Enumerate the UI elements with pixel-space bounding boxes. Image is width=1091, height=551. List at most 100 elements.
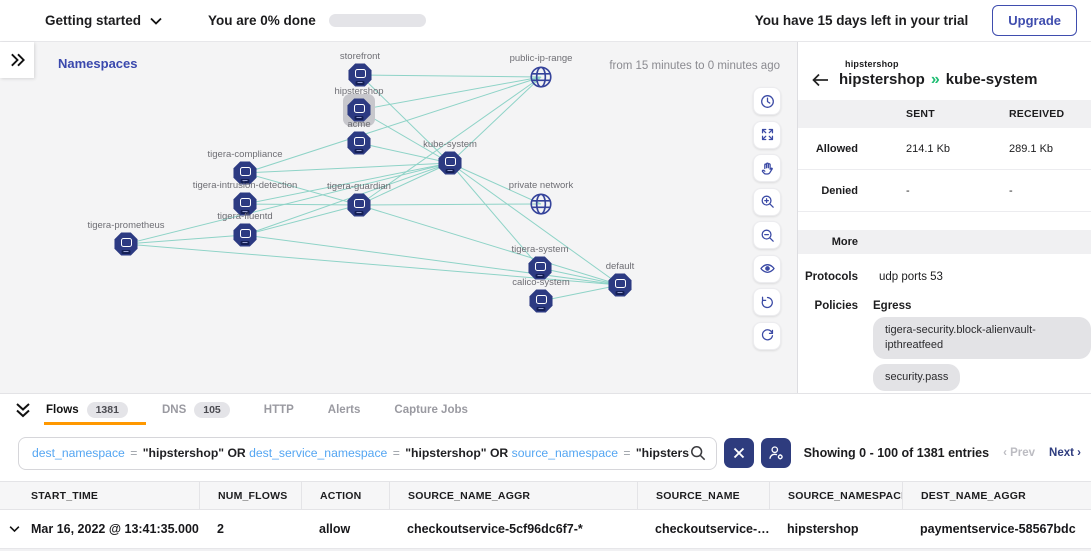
graph-toolbar bbox=[753, 87, 781, 350]
upgrade-button[interactable]: Upgrade bbox=[992, 5, 1077, 36]
graph-edges bbox=[125, 74, 621, 302]
refresh-button[interactable] bbox=[753, 321, 781, 350]
flow-filter-input[interactable]: dest_namespace = "hipstershop" OR dest_s… bbox=[18, 436, 717, 470]
graph-edge bbox=[540, 284, 621, 302]
column-header-source_name[interactable]: SOURCE_NAME bbox=[637, 482, 769, 509]
graph-edge bbox=[539, 267, 621, 286]
policy-pill[interactable]: tigera-security.block-alienvault-ipthrea… bbox=[873, 317, 1091, 359]
tab-capture-jobs[interactable]: Capture Jobs bbox=[394, 394, 468, 425]
graph-node-private-network[interactable] bbox=[528, 191, 554, 222]
policies-label: Policies bbox=[814, 300, 858, 312]
graph-edge bbox=[125, 162, 451, 245]
graph-node-tigera-guardian[interactable] bbox=[347, 193, 371, 217]
received-column-header: RECEIVED bbox=[1009, 108, 1065, 120]
workload-icon bbox=[614, 278, 626, 288]
tab-http[interactable]: HTTP bbox=[264, 394, 294, 425]
graph-edge bbox=[449, 76, 542, 164]
graph-node-calico-system[interactable] bbox=[529, 289, 553, 313]
column-header-action[interactable]: ACTION bbox=[301, 482, 389, 509]
trial-days-label: You have 15 days left in your trial bbox=[754, 13, 969, 28]
column-header-start_time[interactable]: START_TIME bbox=[31, 489, 99, 502]
node-badge bbox=[240, 240, 250, 245]
collapse-panel-button[interactable] bbox=[0, 394, 46, 425]
column-header-source_name_aggr[interactable]: SOURCE_NAME_AGGR bbox=[389, 482, 637, 509]
graph-node-default[interactable] bbox=[608, 273, 632, 297]
prev-page-button[interactable]: ‹ Prev bbox=[1003, 447, 1036, 459]
graph-edge bbox=[358, 203, 542, 206]
node-badge bbox=[355, 80, 365, 85]
pan-hand-button[interactable] bbox=[753, 154, 781, 182]
context-namespace-label: hipstershop bbox=[845, 59, 899, 69]
protocols-value: udp ports 53 bbox=[879, 271, 943, 283]
graph-node-public-ip-range[interactable] bbox=[528, 64, 554, 95]
graph-edge bbox=[449, 162, 621, 286]
query-field: dest_namespace bbox=[32, 446, 125, 460]
node-badge bbox=[445, 168, 455, 173]
stats-row-label: Denied bbox=[821, 184, 858, 197]
workload-icon bbox=[239, 166, 251, 176]
node-badge bbox=[121, 249, 131, 254]
column-header-source_namespace[interactable]: SOURCE_NAMESPACE bbox=[769, 482, 902, 509]
getting-started-menu[interactable]: Getting started bbox=[45, 13, 162, 28]
graph-node-storefront[interactable] bbox=[348, 63, 372, 87]
policy-pill[interactable]: security.pass bbox=[873, 363, 961, 391]
user-settings-button[interactable] bbox=[761, 438, 791, 468]
time-range-label[interactable]: from 15 minutes to 0 minutes ago bbox=[609, 60, 780, 72]
graph-node-acme[interactable] bbox=[347, 131, 371, 155]
graph-edge bbox=[449, 162, 541, 269]
zoom-out-icon bbox=[761, 229, 774, 242]
more-section-header[interactable]: More bbox=[798, 230, 1091, 254]
node-badge bbox=[354, 148, 364, 153]
zoom-in-button[interactable] bbox=[753, 187, 781, 216]
column-header-dest_name_aggr[interactable]: DEST_NAME_AGGR bbox=[902, 482, 1091, 509]
graph-node-tigera-intrusion-detection[interactable] bbox=[233, 192, 257, 216]
clock-icon bbox=[760, 94, 774, 108]
graph-node-tigera-prometheus[interactable] bbox=[114, 232, 138, 256]
zoom-in-icon bbox=[761, 195, 774, 208]
workload-icon bbox=[353, 198, 365, 208]
cell-source_name_aggr: checkoutservice-5cf96dc6f7-* bbox=[407, 522, 583, 536]
workload-icon bbox=[535, 294, 547, 304]
clock-button[interactable] bbox=[753, 87, 781, 115]
graph-node-tigera-system[interactable] bbox=[528, 256, 552, 280]
graph-node-tigera-compliance[interactable] bbox=[233, 161, 257, 185]
eye-button[interactable] bbox=[753, 254, 781, 283]
progress-label: You are 0% done bbox=[208, 13, 316, 28]
undo-button[interactable] bbox=[753, 288, 781, 316]
tab-label: Alerts bbox=[327, 403, 361, 416]
query-op: = bbox=[392, 446, 400, 460]
query-value: "hipstershop bbox=[635, 446, 690, 460]
workload-icon bbox=[534, 261, 546, 271]
back-button[interactable] bbox=[812, 73, 829, 87]
query-value: "hipstershop" bbox=[142, 446, 225, 460]
zoom-out-button[interactable] bbox=[753, 221, 781, 249]
query-op: = bbox=[623, 446, 631, 460]
graph-node-tigera-fluentd[interactable] bbox=[233, 223, 257, 247]
flow-filter-bar: dest_namespace = "hipstershop" OR dest_s… bbox=[0, 425, 1091, 481]
back-arrow-icon bbox=[812, 73, 828, 86]
graph-edge bbox=[358, 76, 542, 206]
graph-node-hipstershop[interactable] bbox=[347, 98, 371, 122]
node-badge bbox=[240, 209, 250, 214]
fit-screen-button[interactable] bbox=[753, 120, 781, 149]
column-header-num_flows[interactable]: NUM_FLOWS bbox=[199, 482, 301, 509]
received-value: 289.1 Kb bbox=[1009, 142, 1054, 155]
tab-label: DNS bbox=[161, 403, 187, 416]
expand-sidebar-button[interactable] bbox=[0, 42, 34, 78]
tab-alerts[interactable]: Alerts bbox=[328, 394, 361, 425]
chevron-down-icon bbox=[9, 526, 20, 533]
top-bar: Getting started You are 0% done You have… bbox=[0, 0, 1091, 42]
received-value: - bbox=[1009, 184, 1013, 197]
expand-row-button[interactable] bbox=[9, 526, 20, 533]
graph-node-kube-system[interactable] bbox=[438, 151, 462, 175]
tab-label: Flows bbox=[46, 403, 79, 416]
next-page-button[interactable]: Next › bbox=[1049, 447, 1081, 459]
protocols-label: Protocols bbox=[804, 271, 858, 283]
clear-filter-button[interactable] bbox=[724, 438, 754, 468]
workload-icon bbox=[120, 237, 132, 247]
